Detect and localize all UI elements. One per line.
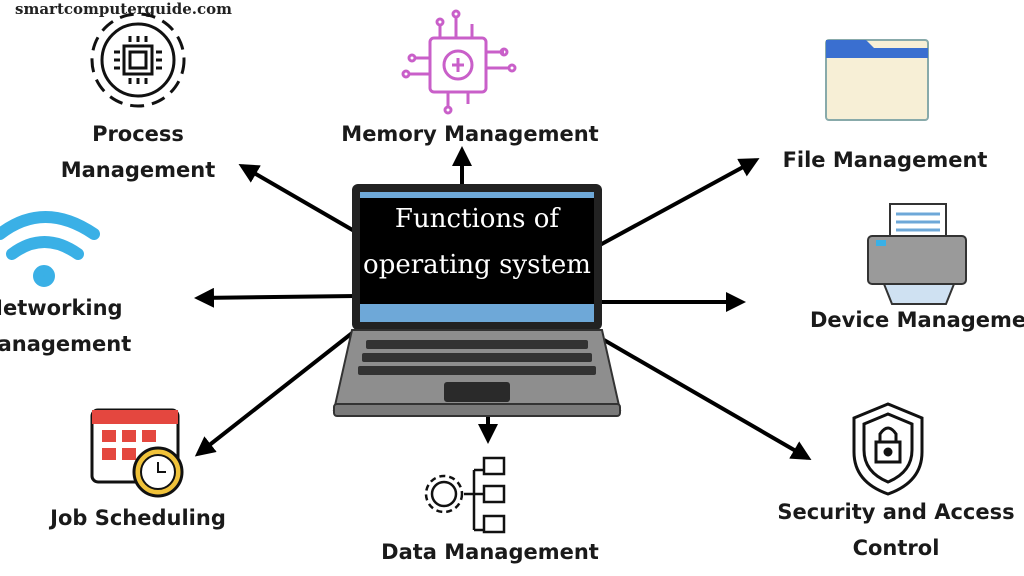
label-file-text: File Management [782,148,988,172]
label-security-line1: Security and Access [777,500,1015,524]
data-folders-icon [424,456,506,534]
label-data-management: Data Management [380,534,600,570]
label-memory-management: Memory Management [340,116,600,152]
arrow-job [194,328,358,457]
label-memory-text: Memory Management [341,122,599,146]
label-job-scheduling: Job Scheduling [48,500,228,536]
label-device-text: Device Management [810,308,1024,332]
label-data-text: Data Management [381,540,599,564]
label-security-access-control: Security and Access Control [772,494,1020,566]
label-device-management: Device Management [810,302,1024,338]
arrow-security [602,338,812,461]
center-title-line2: operating system [363,250,591,280]
laptop-icon [332,184,622,417]
label-networking-line2: Management [0,332,132,356]
shield-lock-icon [852,402,924,496]
calendar-clock-icon [90,408,184,498]
file-window-icon [825,39,929,121]
watermark: smartcomputerguide.com [15,0,233,18]
wifi-icon [0,211,100,287]
label-process-management: Process Management [58,116,218,188]
arrow-file [597,158,760,248]
arrows [194,146,812,461]
center-title: Functions of operating system [357,196,597,288]
gear-chip-icon [90,12,186,108]
label-networking-line1: Networking [0,296,123,320]
label-process-line2: Management [60,158,216,182]
arrow-process [238,163,358,234]
label-security-line2: Control [852,536,940,560]
arrow-networking [194,287,357,308]
label-file-management: File Management [780,142,990,178]
center-title-line1: Functions of [394,204,560,234]
label-job-text: Job Scheduling [50,506,226,530]
label-networking-management: Networking Management [0,290,148,362]
memory-chip-icon [401,9,517,115]
printer-icon [867,203,967,305]
label-process-line1: Process [92,122,184,146]
